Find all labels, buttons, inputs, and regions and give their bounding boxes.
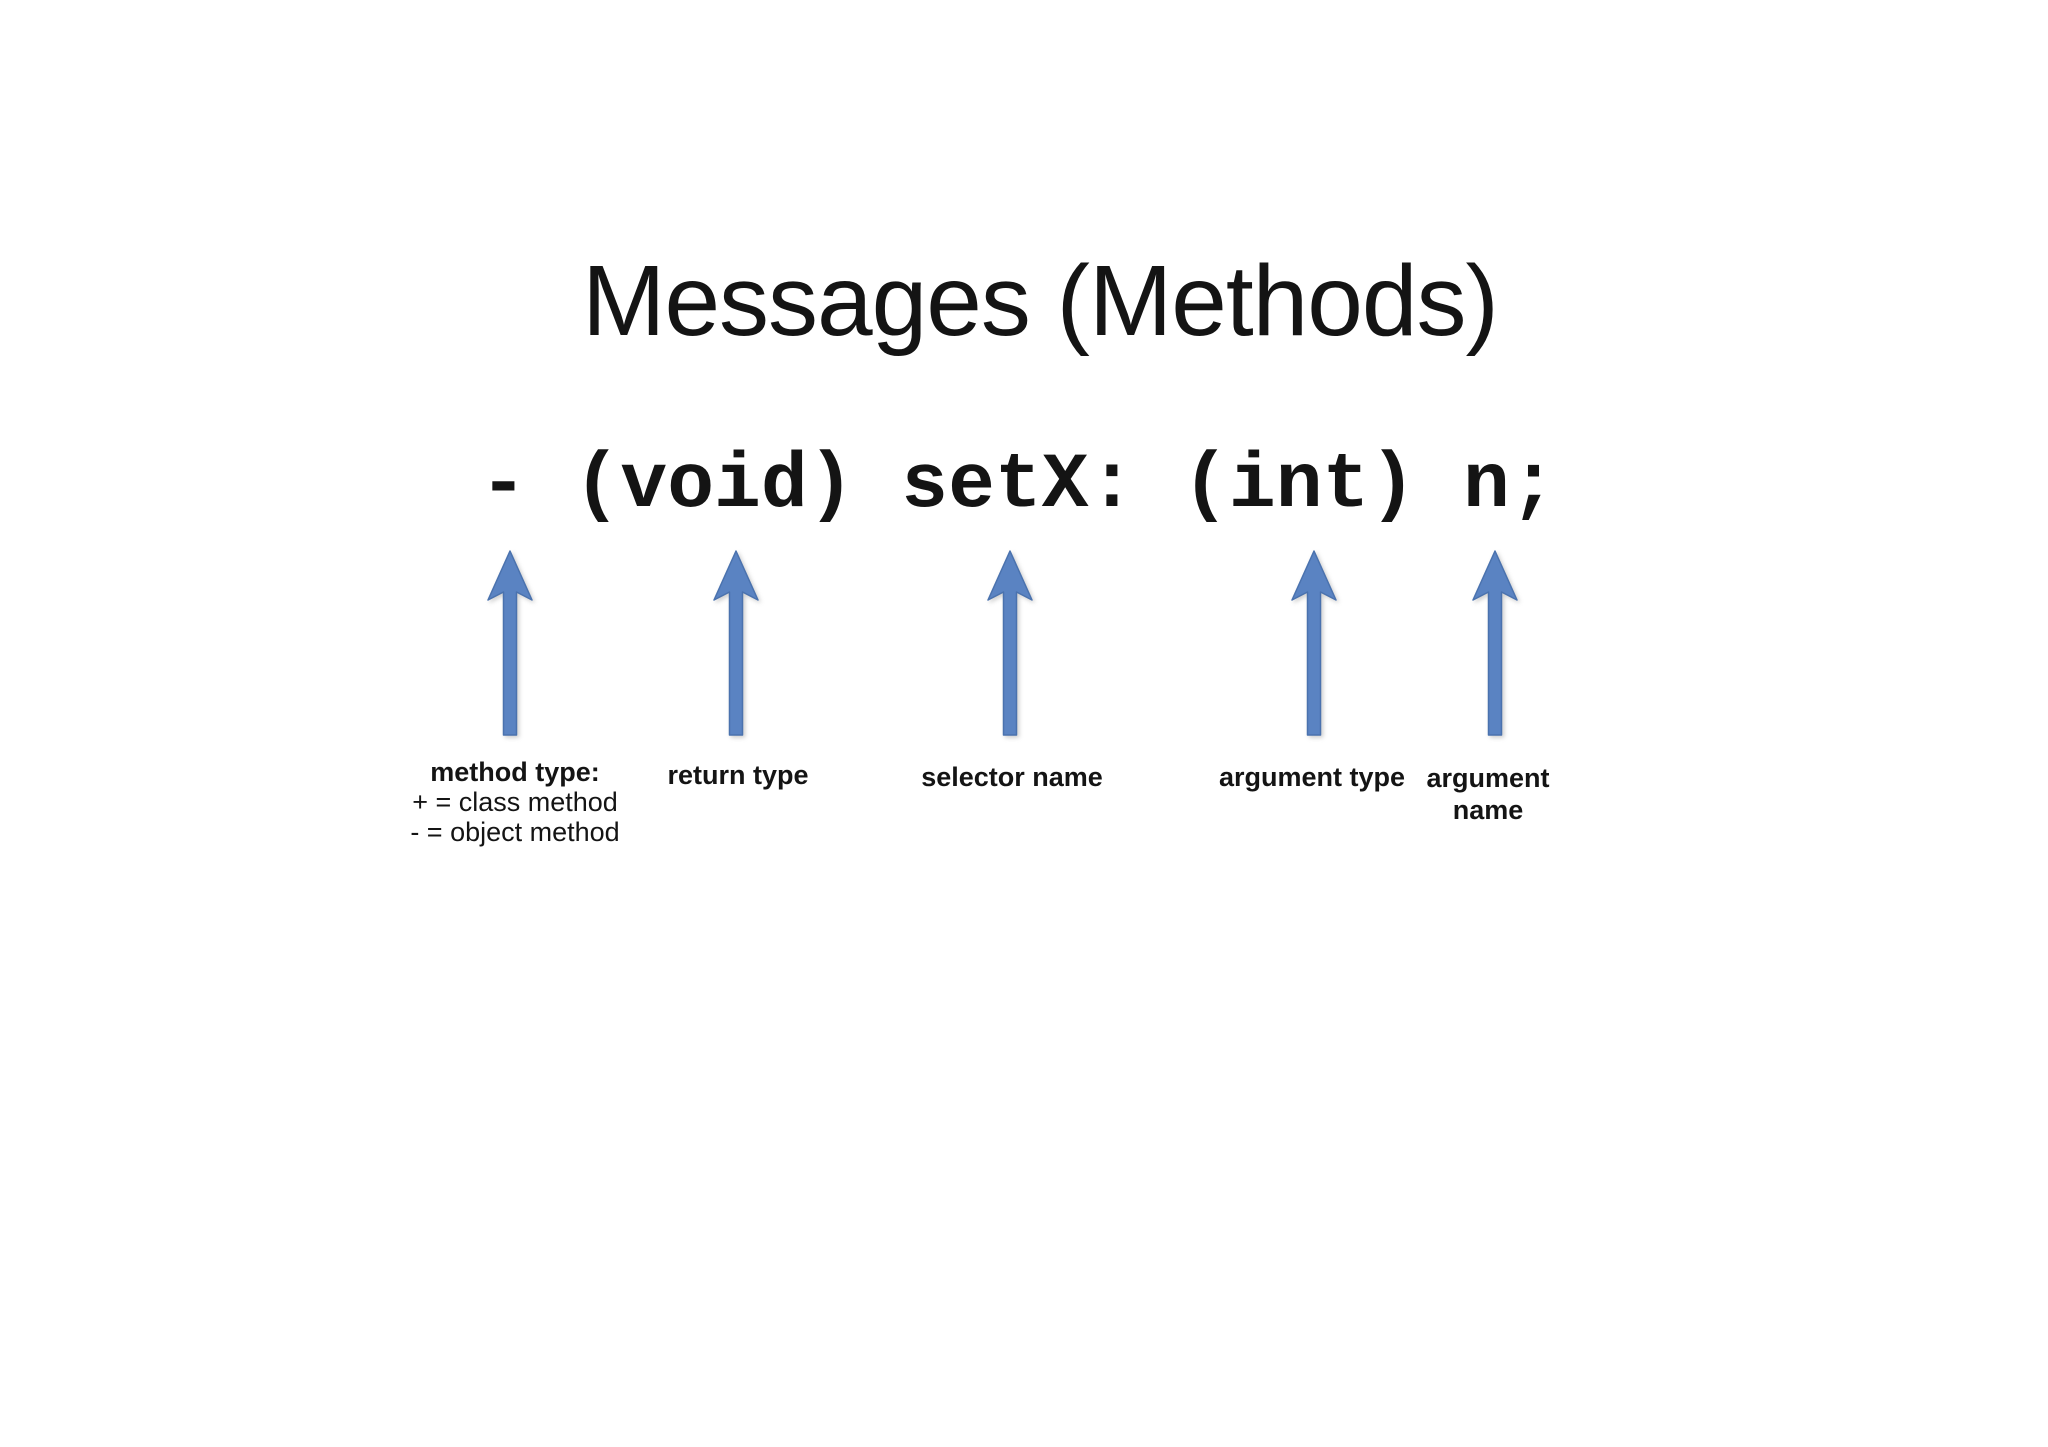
annotation-return-type: return type: [667, 760, 809, 790]
up-arrow-shape: [487, 550, 533, 736]
method-declaration-code: - (void) setX: (int) n;: [480, 442, 1557, 530]
up-arrow-shape: [713, 550, 759, 736]
annotation-selector-name: selector name: [921, 762, 1103, 792]
annotation-subline-class-method: + = class method: [412, 787, 618, 817]
up-arrow-icon: [987, 550, 1033, 736]
annotation-subline-object-method: - = object method: [410, 817, 620, 847]
up-arrow-icon: [1291, 550, 1337, 736]
up-arrow-icon: [487, 550, 533, 736]
up-arrow-shape: [1472, 550, 1518, 736]
slide-title: Messages (Methods): [582, 245, 1499, 357]
up-arrow-shape: [987, 550, 1033, 736]
annotation-argument-type: argument type: [1218, 762, 1406, 792]
annotation-label: method type:: [430, 757, 600, 787]
annotation-argument-name: argument name: [1426, 763, 1550, 825]
up-arrow-icon: [713, 550, 759, 736]
annotation-method-type: method type: + = class method - = object…: [365, 757, 665, 847]
up-arrow-shape: [1291, 550, 1337, 736]
up-arrow-icon: [1472, 550, 1518, 736]
